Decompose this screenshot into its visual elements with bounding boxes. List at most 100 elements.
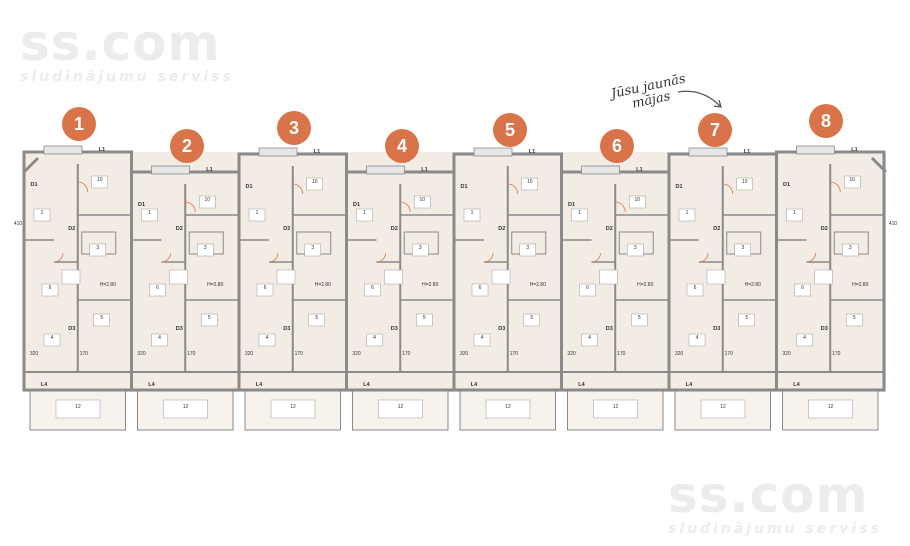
room-number: 6 <box>156 285 159 291</box>
room-tag <box>414 195 431 209</box>
room-tag <box>378 399 423 419</box>
balcony <box>258 147 298 157</box>
room-tag <box>736 177 753 191</box>
room-tag <box>201 313 218 327</box>
room-tag <box>149 283 166 297</box>
room-tag <box>270 399 316 419</box>
room-number: 10 <box>527 179 533 185</box>
room-tag <box>197 243 214 257</box>
room-tag <box>581 333 598 347</box>
room-number: 3 <box>634 245 637 251</box>
room-tag <box>151 333 168 347</box>
door-label: D1 <box>783 182 790 188</box>
room-number: 6 <box>371 285 374 291</box>
room-tag <box>686 283 704 297</box>
room-number: 12 <box>828 404 834 410</box>
fixture <box>276 269 296 285</box>
room-tag <box>786 208 803 222</box>
door-label: D1 <box>460 184 467 190</box>
dimension-label: 170 <box>402 351 411 357</box>
room-number: 4 <box>51 335 54 341</box>
watermark-brand: ss.com <box>668 466 869 524</box>
room-number: 4 <box>696 335 699 341</box>
fixture <box>599 269 618 285</box>
loggia-label: L1 <box>529 149 535 155</box>
room-number: 5 <box>423 315 426 321</box>
room-number: 1 <box>471 210 474 216</box>
room-tag <box>844 175 861 189</box>
door-swing <box>483 252 494 263</box>
fixture <box>706 269 726 285</box>
ceiling-height: H=2.80 <box>530 282 546 288</box>
dimension-label: 170 <box>725 351 734 357</box>
dimension-label: 410 <box>14 221 23 227</box>
room-tag <box>842 243 859 257</box>
room-tag <box>89 243 106 257</box>
room-tag <box>521 177 538 191</box>
room-tag <box>593 399 638 419</box>
unit-number-badge: 8 <box>809 104 843 138</box>
balcony <box>796 145 835 155</box>
room-tag <box>43 333 61 347</box>
room-tag <box>364 283 381 297</box>
door-label: D2 <box>606 226 613 232</box>
door-swing <box>698 252 709 263</box>
room-number: 6 <box>49 285 52 291</box>
room-tag <box>523 313 540 327</box>
door-label: D2 <box>283 226 290 232</box>
balcony <box>151 165 190 175</box>
room-number: 5 <box>208 315 211 321</box>
door-swing <box>591 252 601 263</box>
loggia-label: L1 <box>851 147 857 153</box>
room-tag <box>631 313 648 327</box>
room-number: 4 <box>803 335 806 341</box>
room-number: 4 <box>373 335 376 341</box>
room-tag <box>304 243 321 257</box>
room-number: 3 <box>419 245 422 251</box>
room-tag <box>308 313 325 327</box>
room-number: 6 <box>479 285 482 291</box>
room-tag <box>366 333 383 347</box>
unit-number-badge: 5 <box>493 113 527 147</box>
room-number: 5 <box>315 315 318 321</box>
door-swing <box>185 201 196 213</box>
room-number: 3 <box>311 245 314 251</box>
room-number: 10 <box>204 197 210 203</box>
room-tag <box>41 283 59 297</box>
room-tag <box>163 399 208 419</box>
door-label: D3 <box>821 326 828 332</box>
door-swing <box>292 183 304 195</box>
loggia-label: L1 <box>636 167 642 173</box>
room-number: 1 <box>578 210 581 216</box>
door-swing <box>77 181 89 193</box>
room-number: 3 <box>204 245 207 251</box>
room-tag <box>808 399 853 419</box>
door-swing <box>722 183 734 195</box>
door-label: D2 <box>176 226 183 232</box>
room-number: 1 <box>686 210 689 216</box>
room-tag <box>55 399 101 419</box>
room-tag <box>846 313 863 327</box>
ceiling-height: H=2.80 <box>745 282 761 288</box>
dimension-label: 320 <box>137 351 146 357</box>
door-swing <box>507 183 519 195</box>
watermark-tagline: sludinājumu serviss <box>20 69 234 85</box>
loggia-label: L4 <box>363 382 370 388</box>
balcony <box>366 165 405 175</box>
room-tag <box>33 208 51 222</box>
loggia-label: L1 <box>206 167 212 173</box>
room-number: 6 <box>586 285 589 291</box>
room-number: 10 <box>742 179 748 185</box>
fixture <box>169 269 188 285</box>
fixture <box>61 269 81 285</box>
room-number: 1 <box>793 210 796 216</box>
room-number: 5 <box>100 315 103 321</box>
door-label: D3 <box>498 326 505 332</box>
unit-number-badge: 1 <box>62 107 96 141</box>
ceiling-height: H=2.80 <box>637 282 653 288</box>
door-swing <box>161 252 171 263</box>
ceiling-height: H=2.80 <box>315 282 331 288</box>
loggia-label: L4 <box>256 382 263 388</box>
room-number: 12 <box>613 404 619 410</box>
room-tag <box>412 243 429 257</box>
